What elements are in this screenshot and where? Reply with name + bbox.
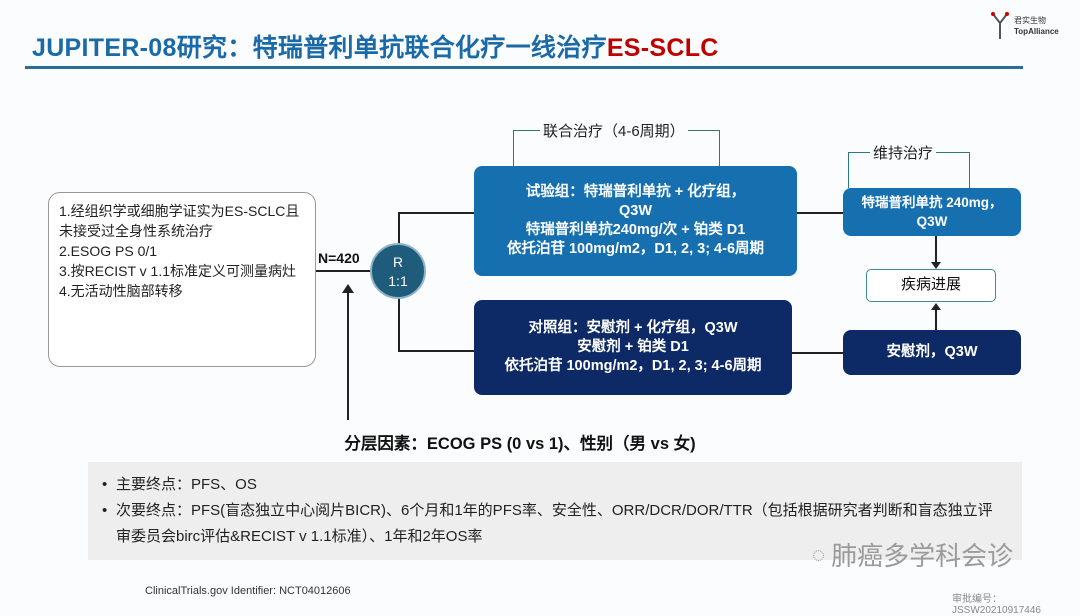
wechat-icon: ◌ [812, 541, 826, 567]
inclusion-criteria-box: 1.经组织学或细胞学证实为ES-SCLC且未接受过全身性系统治疗 2.ESOG … [48, 192, 316, 367]
sample-size: N=420 [318, 250, 360, 266]
maintenance-experimental-box: 特瑞普利单抗 240mg，Q3W [843, 188, 1021, 236]
logo-en: TopAlliance [1014, 27, 1059, 36]
arm-line: 安慰剂 + 铂类 D1 [577, 339, 689, 355]
arm-line: 依托泊苷 100mg/m2，D1, 2, 3; 4-6周期 [506, 241, 765, 257]
logo-cn: 君实生物 [1014, 16, 1046, 25]
experimental-arm-box: 试验组：特瑞普利单抗 + 化疗组，Q3W 特瑞普利单抗240mg/次 + 铂类 … [474, 166, 797, 276]
watermark-text: 肺癌多学科会诊 [831, 541, 1014, 571]
secondary-endpoint: 次要终点：PFS(盲态独立中心阅片BICR)、6个月和1年的PFS率、安全性、O… [102, 498, 1008, 550]
criterion: 4.无活动性脑部转移 [59, 283, 183, 299]
approval-code: 审批编号：JSSW20210917446 [952, 594, 1041, 616]
connector [398, 350, 474, 352]
connector [398, 212, 474, 214]
connector [935, 309, 937, 330]
arm-line: 对照组：安慰剂 + 化疗组，Q3W [528, 320, 738, 336]
nct-identifier: ClinicalTrials.gov Identifier: NCT040126… [145, 585, 351, 597]
arrow-down-icon [931, 262, 941, 269]
company-logo: 君实生物 TopAlliance [990, 8, 1070, 44]
connector [935, 236, 937, 264]
connector [398, 212, 400, 244]
arm-line: 依托泊苷 100mg/m2，D1, 2, 3; 4-6周期 [504, 358, 762, 374]
connector [797, 212, 843, 214]
endpoints-box: 主要终点：PFS、OS 次要终点：PFS(盲态独立中心阅片BICR)、6个月和1… [88, 462, 1022, 560]
title-highlight: ES-SCLC [606, 34, 719, 62]
randomization-circle: R 1:1 [370, 243, 426, 299]
connector [792, 352, 843, 354]
rand-ratio: 1:1 [388, 273, 408, 289]
page-title: JUPITER-08研究：特瑞普利单抗联合化疗一线治疗ES-SCLC [32, 28, 719, 64]
title-main: JUPITER-08研究：特瑞普利单抗联合化疗一线治疗 [32, 34, 607, 62]
arrow-up-icon [931, 303, 941, 310]
criterion: 2.ESOG PS 0/1 [59, 243, 158, 259]
watermark: ◌肺癌多学科会诊 [812, 536, 1013, 573]
maintenance-label: 维持治疗 [870, 142, 937, 163]
combo-label: 联合治疗（4-6周期） [540, 120, 688, 141]
primary-endpoint: 主要终点：PFS、OS [102, 472, 1008, 498]
control-arm-box: 对照组：安慰剂 + 化疗组，Q3W 安慰剂 + 铂类 D1 依托泊苷 100mg… [474, 300, 792, 395]
title-divider [25, 66, 1023, 69]
arrow-head-icon [342, 284, 354, 293]
arm-line: 特瑞普利单抗240mg/次 + 铂类 D1 [525, 222, 746, 238]
stratification-arrow [347, 290, 349, 420]
criterion: 1.经组织学或细胞学证实为ES-SCLC且未接受过全身性系统治疗 [59, 203, 300, 239]
maintenance-control-box: 安慰剂，Q3W [843, 330, 1021, 375]
connector [398, 298, 400, 350]
rand-label: R [392, 254, 404, 270]
stratification-factors: 分层因素：ECOG PS (0 vs 1)、性别（男 vs 女) [344, 435, 696, 453]
connector [316, 270, 372, 272]
logo-antibody-icon [991, 12, 1009, 39]
progression-box: 疾病进展 [866, 269, 996, 302]
arm-line: 试验组：特瑞普利单抗 + 化疗组，Q3W [525, 184, 746, 219]
criterion: 3.按RECIST v 1.1标准定义可测量病灶 [59, 263, 297, 279]
